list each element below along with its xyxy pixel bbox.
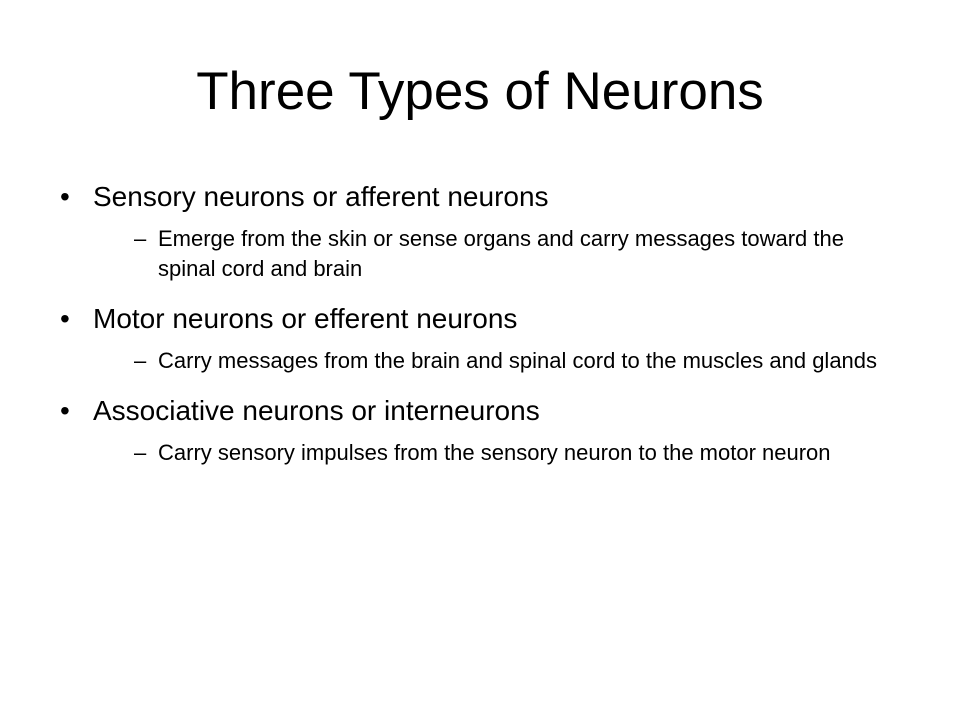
bullet-icon: • [60, 303, 70, 334]
bullet-item-associative: • Associative neurons or interneurons – … [60, 388, 900, 468]
sub-bullet-line: – Carry messages from the brain and spin… [134, 346, 900, 376]
bullet-text: Associative neurons or interneurons [93, 395, 540, 426]
bullet-line: • Sensory neurons or afferent neurons [60, 174, 900, 220]
sub-bullet-line: – Emerge from the skin or sense organs a… [134, 224, 900, 284]
bullet-text: Sensory neurons or afferent neurons [93, 181, 549, 212]
bullet-item-motor: • Motor neurons or efferent neurons – Ca… [60, 296, 900, 376]
dash-icon: – [134, 440, 147, 465]
bullet-text: Motor neurons or efferent neurons [93, 303, 518, 334]
dash-icon: – [134, 348, 147, 373]
bullet-list: • Sensory neurons or afferent neurons – … [60, 174, 900, 480]
bullet-icon: • [60, 181, 70, 212]
bullet-icon: • [60, 395, 70, 426]
bullet-item-sensory: • Sensory neurons or afferent neurons – … [60, 174, 900, 284]
sub-bullet-text: Emerge from the skin or sense organs and… [158, 226, 844, 281]
sub-bullet-line: – Carry sensory impulses from the sensor… [134, 438, 900, 468]
slide-title: Three Types of Neurons [196, 62, 764, 121]
dash-icon: – [134, 226, 147, 251]
bullet-line: • Motor neurons or efferent neurons [60, 296, 900, 342]
sub-bullet-text: Carry messages from the brain and spinal… [158, 348, 878, 373]
sub-bullet-text: Carry sensory impulses from the sensory … [158, 440, 831, 465]
bullet-line: • Associative neurons or interneurons [60, 388, 900, 434]
